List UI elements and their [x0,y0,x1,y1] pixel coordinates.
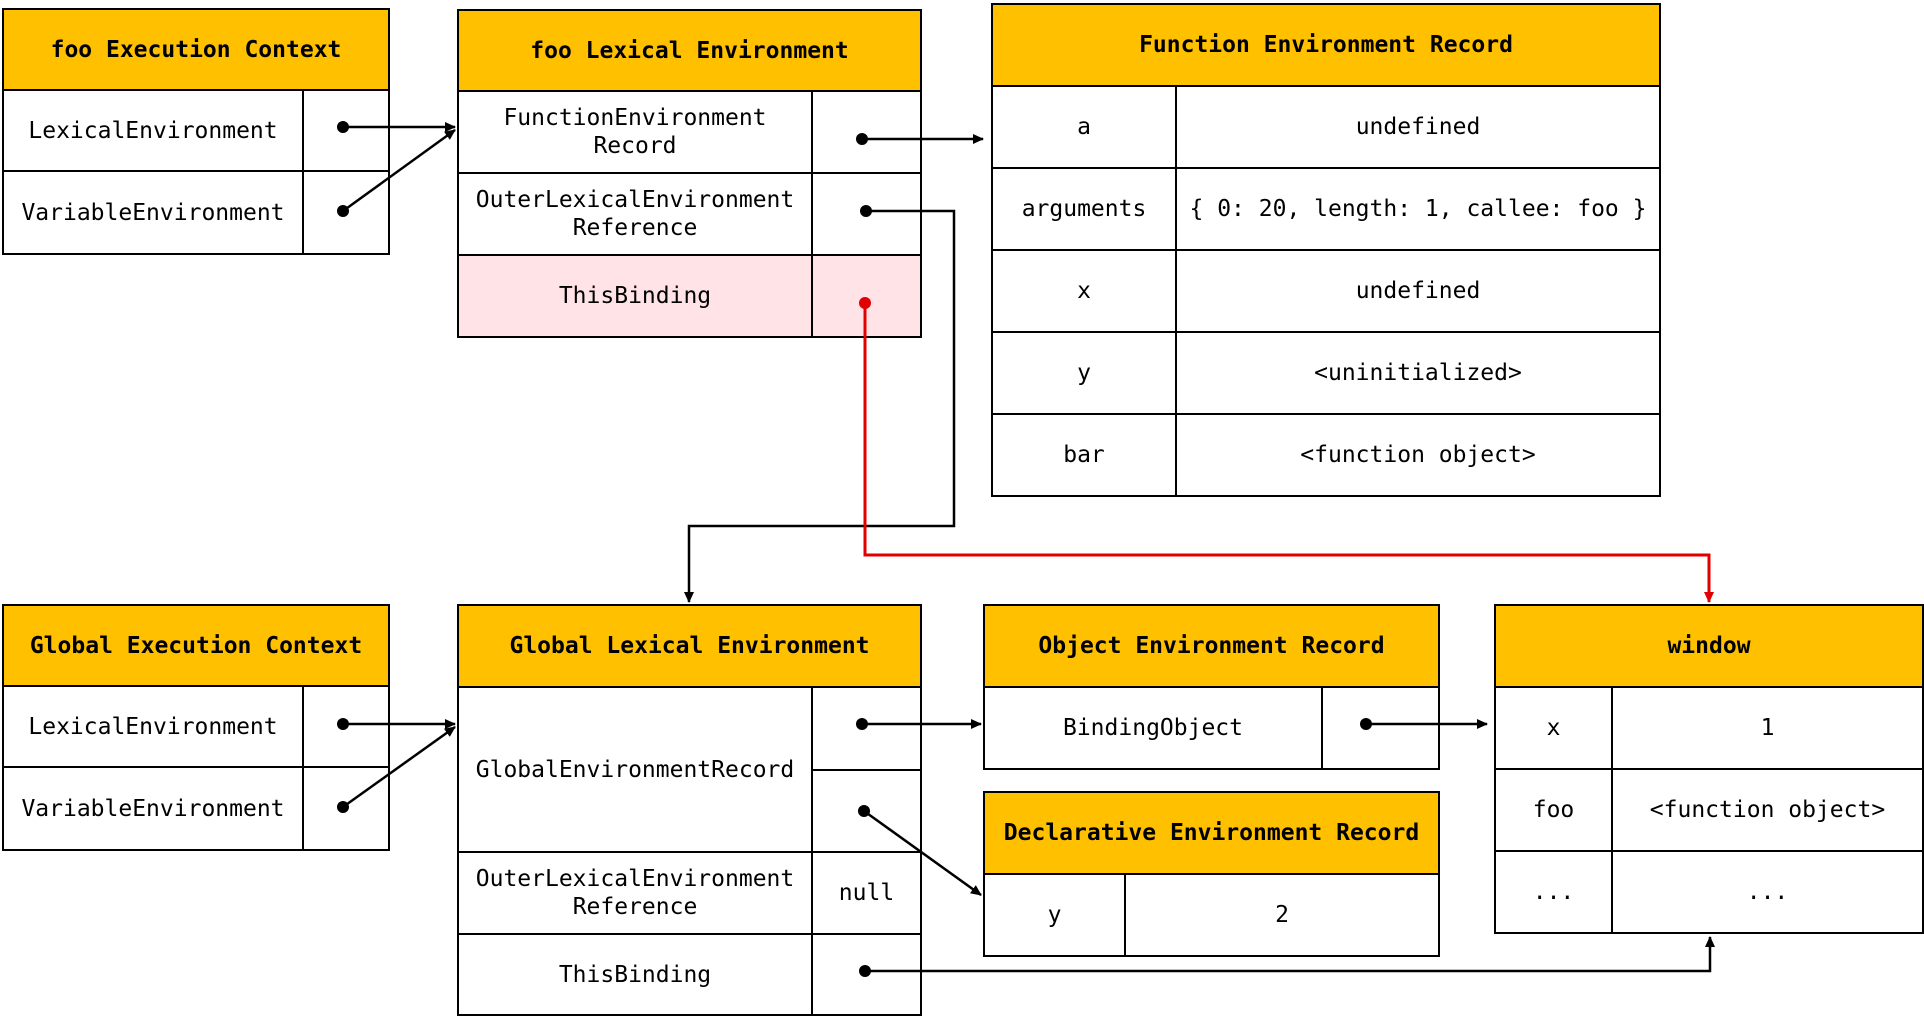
global-le-title: Global Lexical Environment [457,604,922,688]
foo-le-this-binding-label: ThisBinding [457,254,813,338]
window-value-foo: <function object> [1611,768,1924,852]
window-value-ellipsis: ... [1611,850,1924,934]
foo-le-function-env-record-pointer [811,90,922,174]
window-key-ellipsis: ... [1494,850,1613,934]
global-ec-lexical-env-label: LexicalEnvironment [2,685,304,768]
fer-value-x: undefined [1175,249,1661,333]
fer-value-y: <uninitialized> [1175,331,1661,415]
foo-ec-lexical-env-label: LexicalEnvironment [2,89,304,172]
foo-le-title: foo Lexical Environment [457,9,922,92]
fer-key-arguments: arguments [991,167,1177,251]
foo-le-outer-reference-pointer [811,172,922,256]
window-key-x: x [1494,686,1613,770]
fer-key-y: y [991,331,1177,415]
oer-binding-object-label: BindingObject [983,686,1323,770]
global-le-object-record-pointer [811,686,922,771]
global-ec-variable-env-label: VariableEnvironment [2,766,304,851]
window-value-x: 1 [1611,686,1924,770]
oer-binding-object-pointer [1321,686,1440,770]
fer-key-x: x [991,249,1177,333]
global-le-this-binding-pointer [811,933,922,1016]
der-value-y: 2 [1124,873,1440,957]
fer-value-bar: <function object> [1175,413,1661,497]
foo-ec-variable-env-label: VariableEnvironment [2,170,304,255]
fer-title: Function Environment Record [991,3,1661,87]
foo-le-this-binding-pointer [811,254,922,338]
global-ec-lexical-env-pointer [302,685,390,768]
global-ec-title: Global Execution Context [2,604,390,687]
global-le-global-env-record-label: GlobalEnvironmentRecord [457,686,813,853]
global-le-this-binding-label: ThisBinding [457,933,813,1016]
foo-le-outer-reference-label: OuterLexicalEnvironment Reference [457,172,813,256]
global-le-declarative-record-pointer [811,769,922,853]
window-title: window [1494,604,1924,688]
fer-value-a: undefined [1175,85,1661,169]
fer-key-a: a [991,85,1177,169]
window-key-foo: foo [1494,768,1613,852]
der-title: Declarative Environment Record [983,791,1440,875]
global-le-outer-reference-value: null [811,851,922,935]
der-key-y: y [983,873,1126,957]
global-ec-variable-env-pointer [302,766,390,851]
foo-le-function-env-record-label: FunctionEnvironment Record [457,90,813,174]
foo-ec-lexical-env-pointer [302,89,390,172]
global-le-outer-reference-label: OuterLexicalEnvironment Reference [457,851,813,935]
foo-ec-title: foo Execution Context [2,8,390,91]
fer-value-arguments: { 0: 20, length: 1, callee: foo } [1175,167,1661,251]
oer-title: Object Environment Record [983,604,1440,688]
foo-ec-variable-env-pointer [302,170,390,255]
fer-key-bar: bar [991,413,1177,497]
